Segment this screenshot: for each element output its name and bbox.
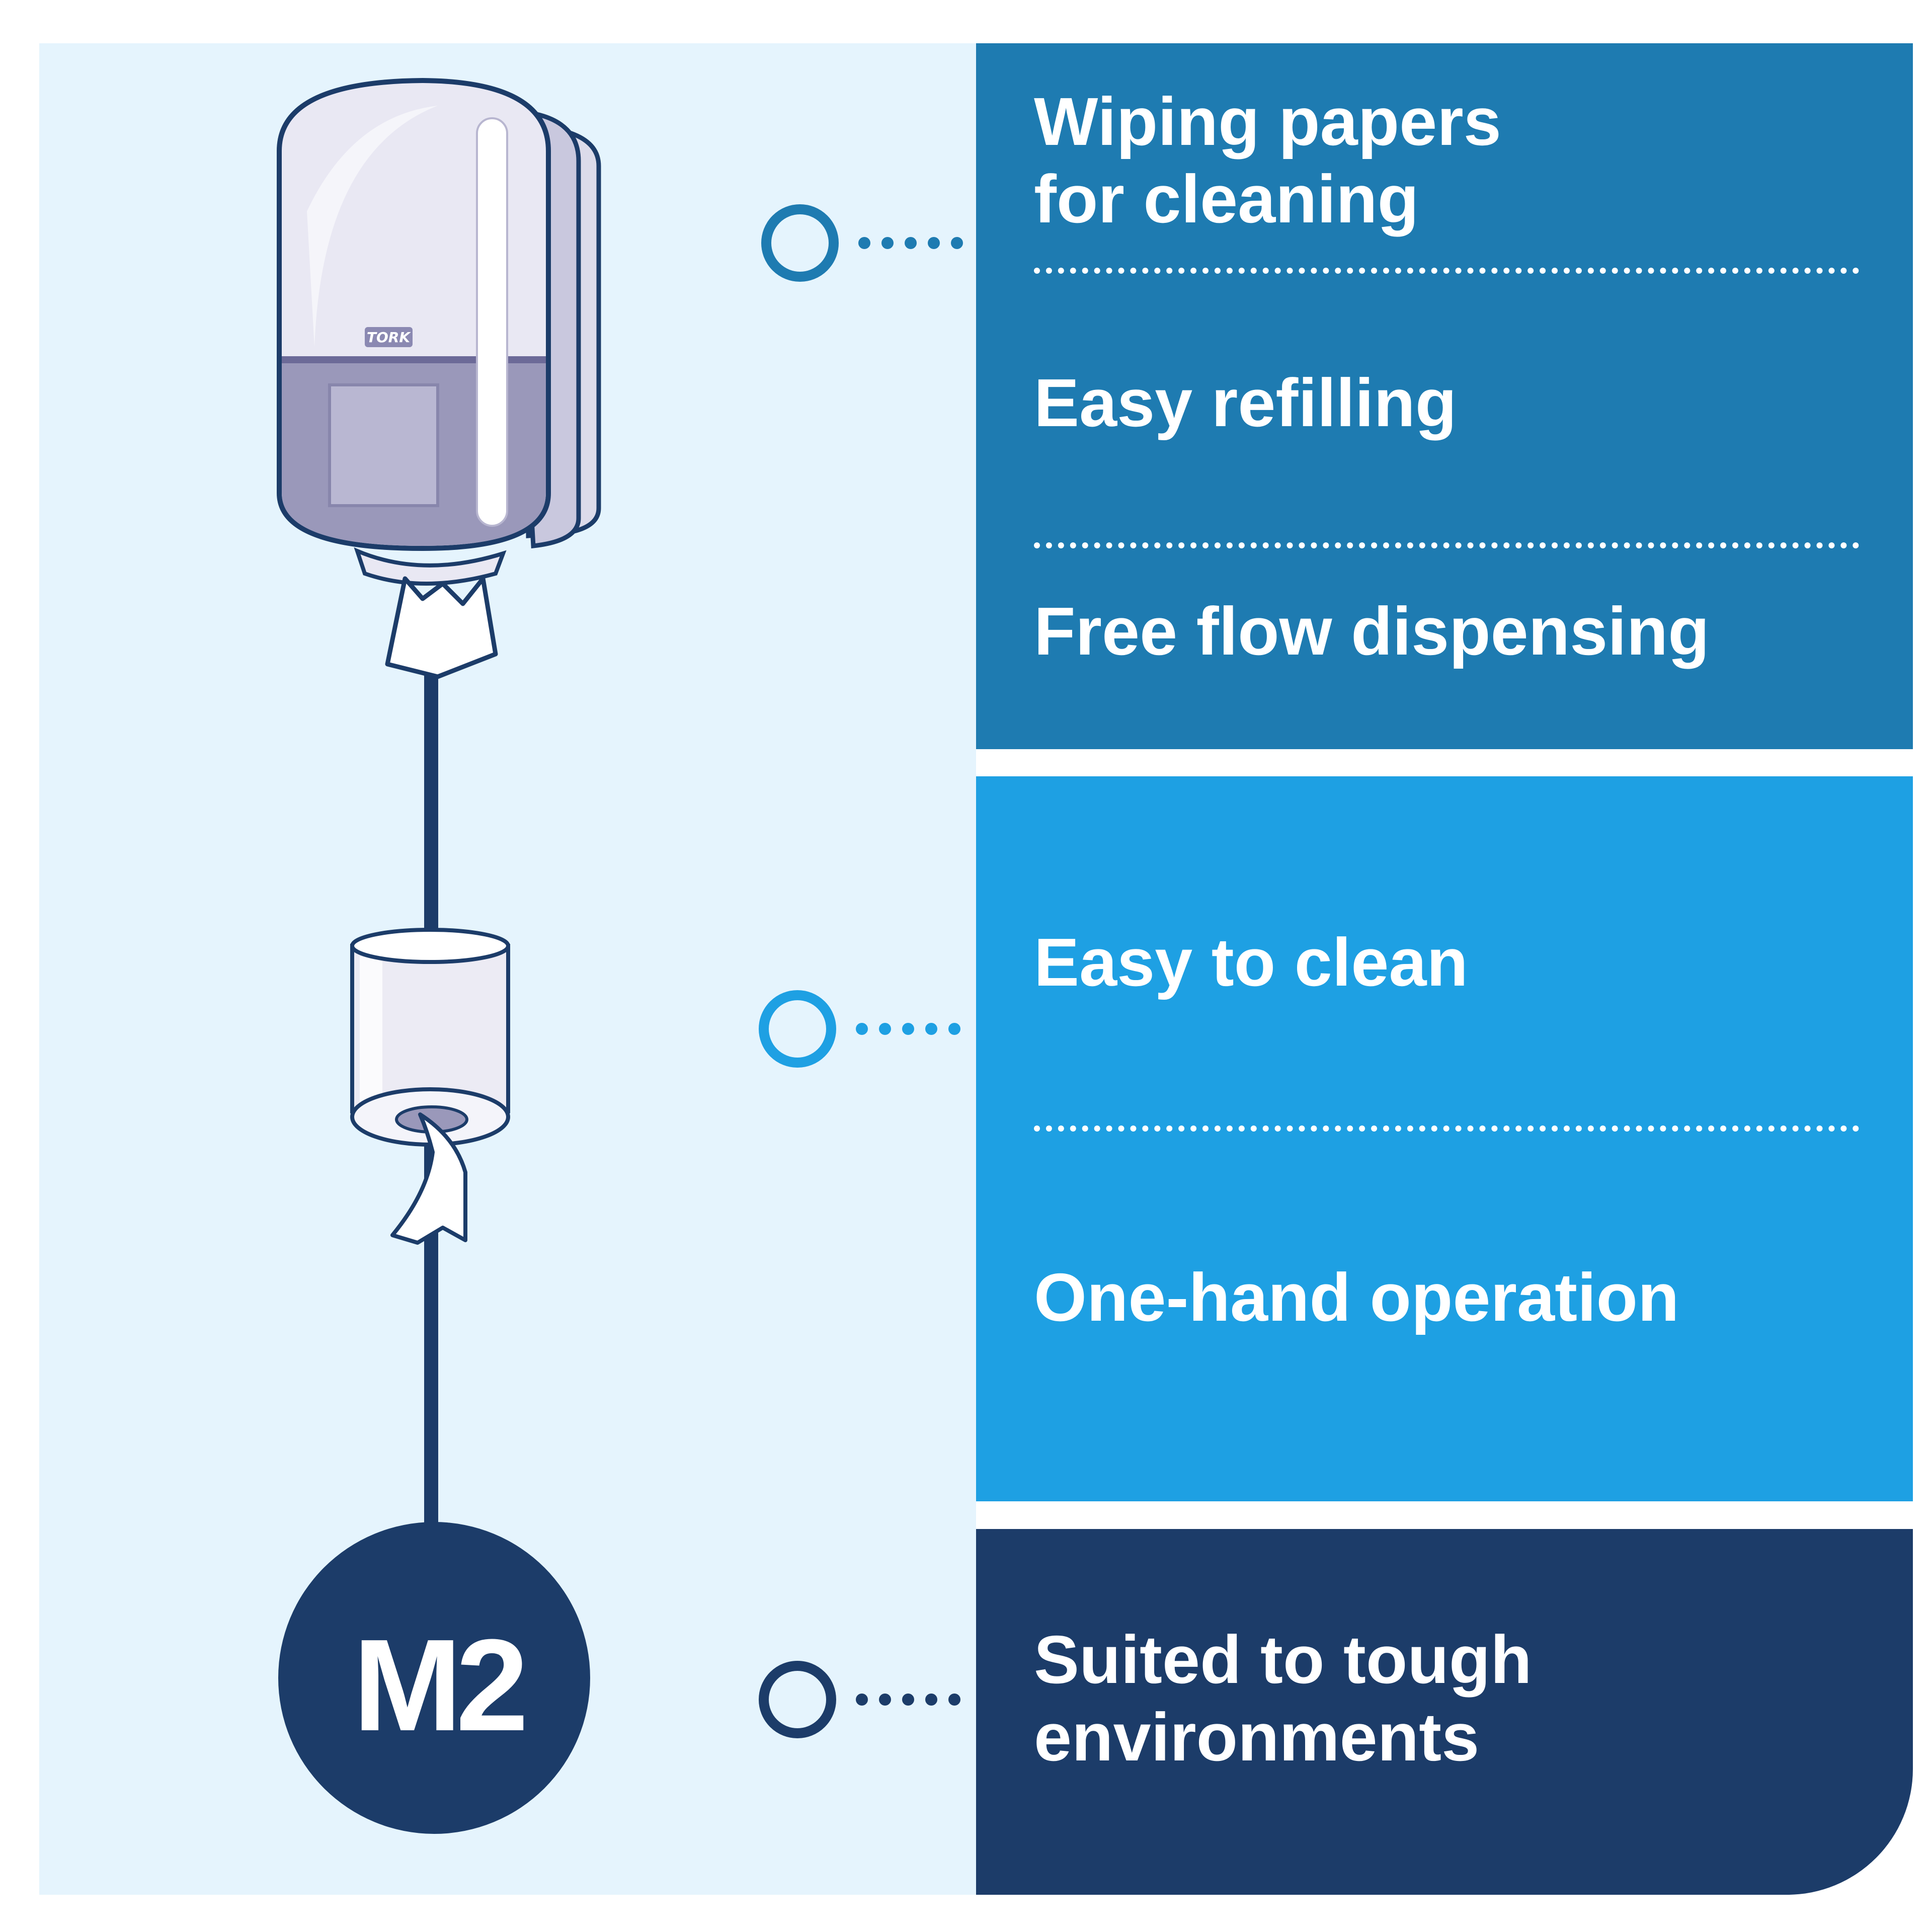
- feature-panel-dark: [976, 1529, 1913, 1895]
- feature-divider: [1034, 542, 1859, 548]
- product-code: M2: [353, 1612, 528, 1758]
- feature-easy-refilling: Easy refilling: [1034, 365, 1457, 441]
- brand-badge: TORK: [365, 327, 413, 347]
- feature-wiping-papers: Wiping papers for cleaning: [1034, 84, 1501, 237]
- feature-panel-primary: [976, 43, 1913, 749]
- feature-free-flow: Free flow dispensing: [1034, 593, 1710, 669]
- brand-label: TORK: [367, 329, 411, 346]
- feature-panel-light: [976, 776, 1913, 1501]
- connector-node-icon: [761, 204, 963, 282]
- feature-easy-to-clean: Easy to clean: [1034, 924, 1468, 1000]
- feature-divider: [1034, 268, 1859, 274]
- feature-one-hand: One-hand operation: [1034, 1259, 1679, 1335]
- product-code-circle: [278, 1522, 590, 1834]
- connector-node-icon: [759, 990, 960, 1068]
- connector-node-icon: [759, 1661, 960, 1738]
- feature-tough-environments: Suited to tough environments: [1034, 1622, 1532, 1775]
- feature-divider: [1034, 1125, 1859, 1132]
- paper-roll-icon: [350, 928, 510, 1245]
- dispenser-icon: TORK: [277, 77, 601, 679]
